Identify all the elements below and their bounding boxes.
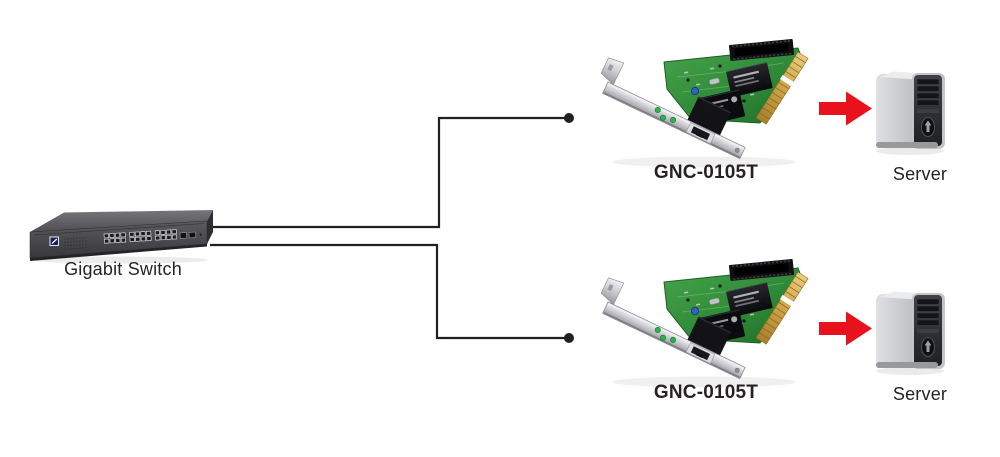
server-tower-icon [875,71,946,156]
server-label: Server [892,384,948,404]
switch-label: Gigabit Switch [64,259,182,279]
arrow-right-icon [819,91,872,126]
nic-label: GNC-0105T [653,382,759,403]
nic-label: GNC-0105T [653,162,759,183]
switch-vent-grille [63,236,89,250]
arrow-right-icon [819,311,872,346]
endpoint-dot [564,113,574,123]
endpoint-dot [564,333,574,343]
nic-card-icon [592,38,810,169]
connection-line-to-nic-1 [210,116,565,229]
connection-line-to-nic-2 [210,243,565,340]
switch-logo [49,236,59,246]
nic-card-icon [592,258,810,389]
server-label: Server [892,164,948,184]
switch-sfp-slots [179,231,202,239]
server-tower-icon [875,291,946,376]
gigabit-switch-icon [29,210,213,264]
